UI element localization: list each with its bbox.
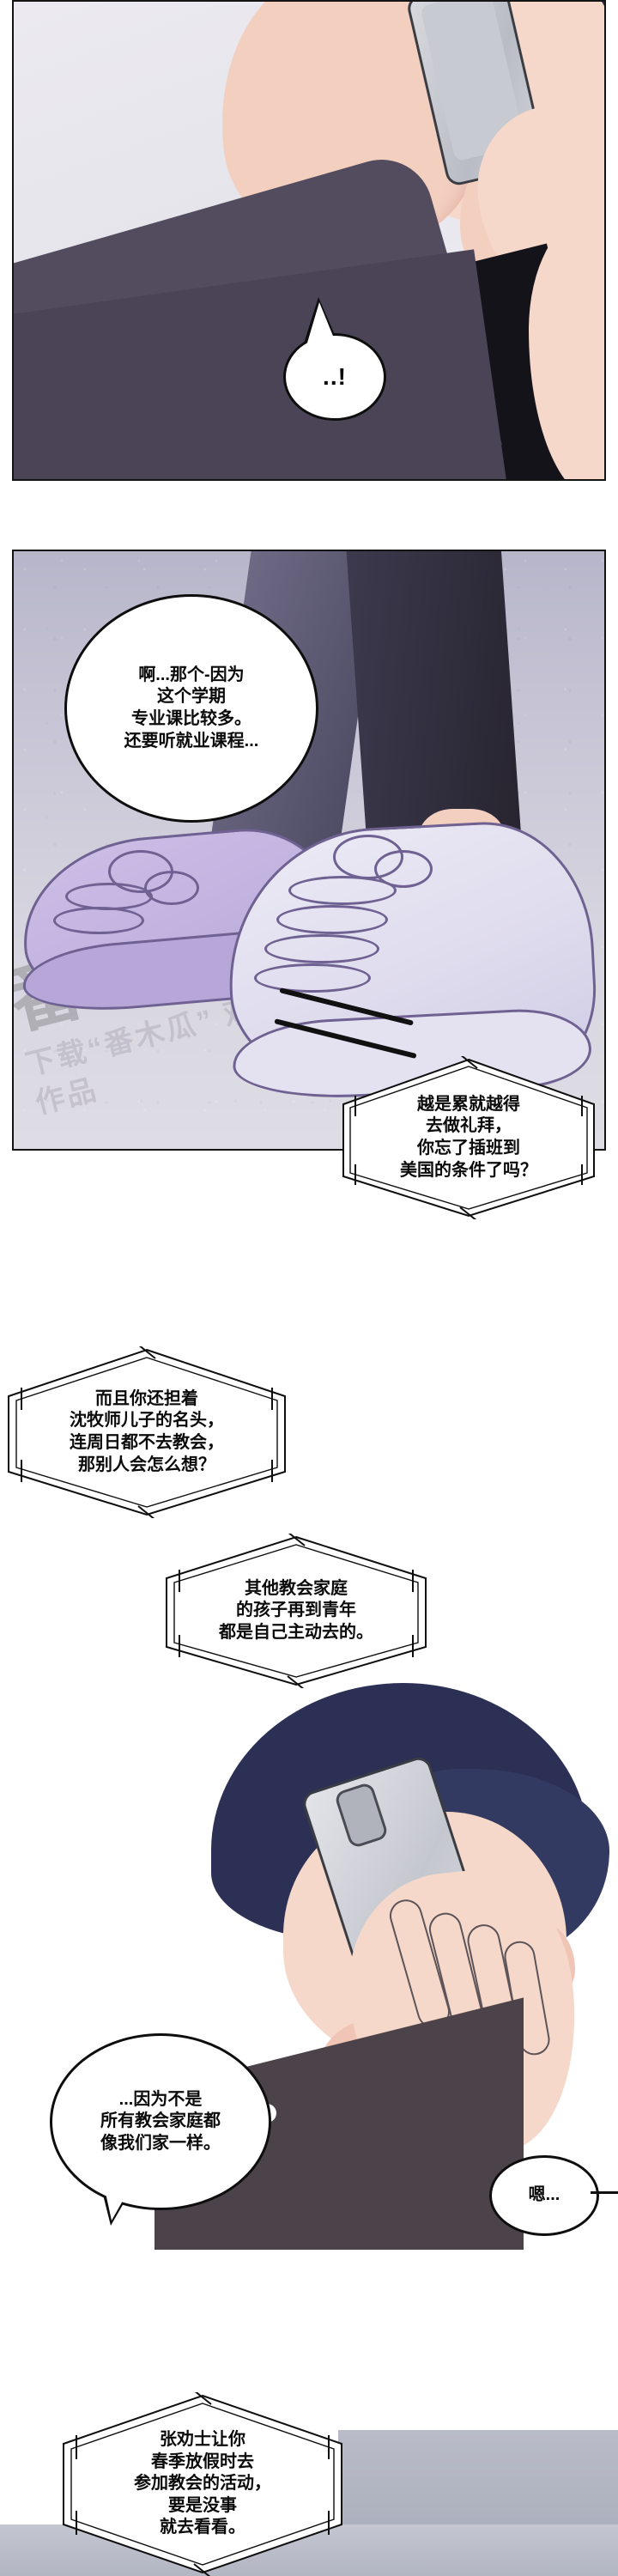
- bubble-1-tail: [306, 302, 338, 349]
- speech-bubble-6-text: ...因为不是 所有教会家庭都 像我们家一样。: [100, 2089, 221, 2153]
- speech-bubble-7-text: 嗯...: [528, 2185, 560, 2205]
- speech-bubble-6: ...因为不是 所有教会家庭都 像我们家一样。: [50, 2033, 271, 2210]
- speech-bubble-2-text: 啊...那个-因为 这个学期 专业课比较多。 还要听就业课程...: [124, 665, 259, 750]
- shoelace-band-left-2: [53, 907, 144, 934]
- speech-bubble-3: 越是累就越得 去做礼拜， 你忘了插班到 美国的条件了吗？: [340, 1056, 597, 1219]
- speech-bubble-8: 张劝士让你 春季放假时去 参加教会的活动， 要是没事 就去看看。: [60, 2392, 345, 2576]
- hexagon-bubble-outline: [342, 1056, 595, 1219]
- speech-bubble-8-text: 张劝士让你 春季放假时去 参加教会的活动， 要是没事 就去看看。: [134, 2430, 271, 2537]
- shoelace-band-right-2: [276, 905, 388, 934]
- speech-bubble-8-label: 张劝士让你 春季放假时去 参加教会的活动， 要是没事 就去看看。: [60, 2392, 345, 2576]
- speech-bubble-1-text: ..!: [323, 363, 347, 391]
- shoelace-band-right-4: [254, 963, 371, 993]
- speech-bubble-3-label: 越是累就越得 去做礼拜， 你忘了插班到 美国的条件了吗？: [340, 1056, 597, 1219]
- hexagon-bubble-outline: [8, 1346, 286, 1518]
- speech-bubble-2: 啊...那个-因为 这个学期 专业课比较多。 还要听就业课程...: [64, 594, 318, 823]
- speech-bubble-4-label: 而且你还担着 沈牧师儿子的名头， 连周日都不去教会， 那别人会怎么想？: [5, 1346, 288, 1518]
- shoelace-loop-right-2: [374, 850, 433, 888]
- speech-bubble-4: 而且你还担着 沈牧师儿子的名头， 连周日都不去教会， 那别人会怎么想？: [5, 1346, 288, 1518]
- shoelace-band-right-3: [264, 934, 379, 963]
- hexagon-bubble-outline: [166, 1534, 427, 1688]
- bubble-6-tail: [103, 2181, 134, 2221]
- speech-bubble-4-text: 而且你还担着 沈牧师儿子的名头， 连周日都不去教会， 那别人会怎么想？: [70, 1388, 224, 1474]
- speech-bubble-7: 嗯...: [489, 2155, 599, 2236]
- shoelace-band-right-1: [288, 876, 397, 905]
- hexagon-bubble-outline: [63, 2392, 342, 2576]
- shoelace-loop-left-2: [144, 871, 199, 905]
- bubble-7-tail-line: [591, 2191, 618, 2194]
- speech-bubble-3-text: 越是累就越得 去做礼拜， 你忘了插班到 美国的条件了吗？: [400, 1094, 537, 1180]
- speech-bubble-5-label: 其他教会家庭 的孩子再到青年 都是自己主动去的。: [163, 1534, 429, 1688]
- speech-bubble-5-text: 其他教会家庭 的孩子再到青年 都是自己主动去的。: [219, 1578, 373, 1642]
- shoelace-band-left-1: [65, 883, 153, 910]
- speech-bubble-5: 其他教会家庭 的孩子再到青年 都是自己主动去的。: [163, 1534, 429, 1688]
